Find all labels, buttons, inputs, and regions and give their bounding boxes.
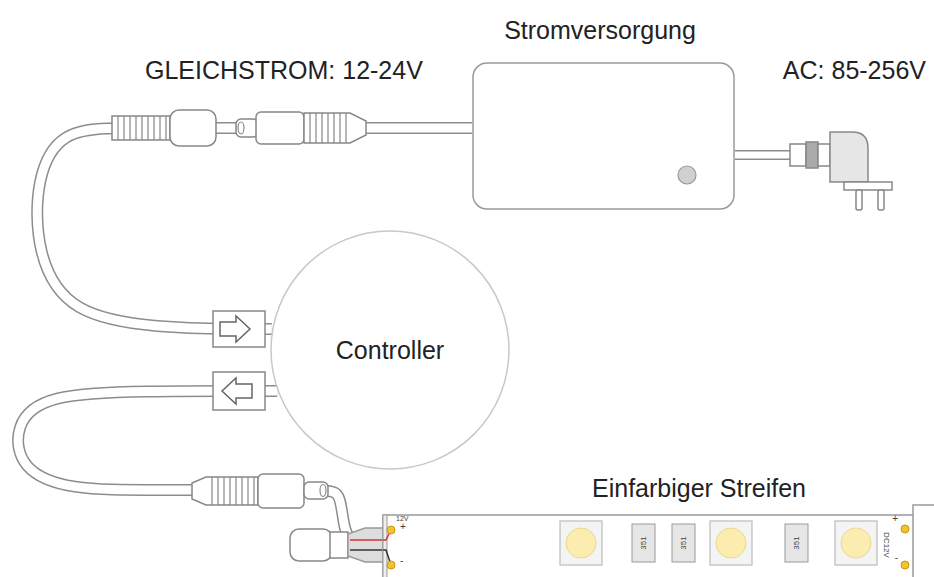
cable-outline xyxy=(18,391,383,545)
pad-voltage-label: DC12V xyxy=(882,532,890,558)
node-heading: Einfarbiger Streifen xyxy=(592,474,806,503)
strip-left-cap xyxy=(383,515,387,577)
plug-pin xyxy=(304,482,328,499)
node-outline xyxy=(472,62,735,210)
connector-boot xyxy=(112,116,170,140)
input-port xyxy=(213,311,265,347)
plug-pin xyxy=(236,119,258,137)
strip-body xyxy=(383,515,934,577)
led-emitter xyxy=(716,528,746,558)
resistor xyxy=(672,524,695,562)
node-outline xyxy=(383,515,934,577)
plug-pin-hole xyxy=(320,485,326,497)
mains-plug-neck xyxy=(818,144,830,166)
connector-ribs xyxy=(118,116,166,140)
mains-plug-band xyxy=(806,142,818,168)
pad-voltage-label: 12V xyxy=(396,515,408,522)
polarity-mark: + xyxy=(400,522,406,532)
output-arrow-icon xyxy=(222,378,252,404)
plug-boot xyxy=(304,113,366,143)
ac-cord-core xyxy=(735,152,792,159)
mains-plug-base xyxy=(844,182,892,190)
black-wire xyxy=(350,549,385,551)
mains-plug-pin xyxy=(856,190,862,210)
input-arrow-icon xyxy=(220,316,250,342)
plug-boot xyxy=(192,477,258,505)
strip-lead-clip xyxy=(348,528,385,562)
power-supply-box: Stromversorgung xyxy=(472,62,735,210)
status-led xyxy=(678,166,696,184)
polarity-mark: + xyxy=(892,514,898,524)
voltage-label: GLEICHSTROM: 12-24V xyxy=(145,58,423,83)
cable-core xyxy=(37,128,472,329)
cable-outline xyxy=(37,128,472,329)
strip-end-cap xyxy=(913,505,934,577)
solder-pad xyxy=(901,561,909,569)
voltage-label: AC: 85-256V xyxy=(783,58,926,83)
led-chip xyxy=(560,521,602,565)
node-label: Controller xyxy=(336,336,444,365)
plug-barrel xyxy=(256,112,304,144)
ac-cord-outline xyxy=(735,150,792,160)
mains-plug-head xyxy=(830,132,868,182)
mains-plug-pin xyxy=(878,190,884,210)
led-strip: Einfarbiger Streifen xyxy=(383,515,934,577)
cable-core xyxy=(18,391,383,545)
led-emitter xyxy=(566,528,596,558)
resistor xyxy=(785,524,808,562)
power-supply-body xyxy=(473,63,734,209)
connector-sleeve xyxy=(290,529,332,561)
connector-sleeve xyxy=(170,110,216,146)
controller-circle: Controller xyxy=(270,230,510,470)
red-wire xyxy=(350,539,385,541)
resistor-code: 351 xyxy=(793,536,801,549)
plug-barrel xyxy=(258,474,304,508)
solder-pad xyxy=(901,525,909,533)
plug-ribs xyxy=(212,477,254,505)
polarity-mark: - xyxy=(400,556,403,566)
controller-outline xyxy=(271,231,509,469)
output-port xyxy=(213,372,265,410)
led-chip xyxy=(835,521,877,565)
solder-pad xyxy=(387,561,395,569)
resistor-code: 351 xyxy=(640,536,648,549)
dc-cable xyxy=(18,391,383,545)
led-chip xyxy=(710,521,752,565)
solder-pad xyxy=(387,526,395,534)
led-emitter xyxy=(841,528,871,558)
resistor xyxy=(632,524,655,562)
plug-ribs xyxy=(310,113,346,143)
connector-body xyxy=(330,532,348,558)
polarity-mark: - xyxy=(895,553,898,563)
resistor-code: 351 xyxy=(680,536,688,549)
mains-plug-neck xyxy=(790,144,806,166)
plug-pin-hole xyxy=(238,122,244,134)
node-heading: Stromversorgung xyxy=(504,16,696,45)
dc-cable xyxy=(37,128,472,329)
